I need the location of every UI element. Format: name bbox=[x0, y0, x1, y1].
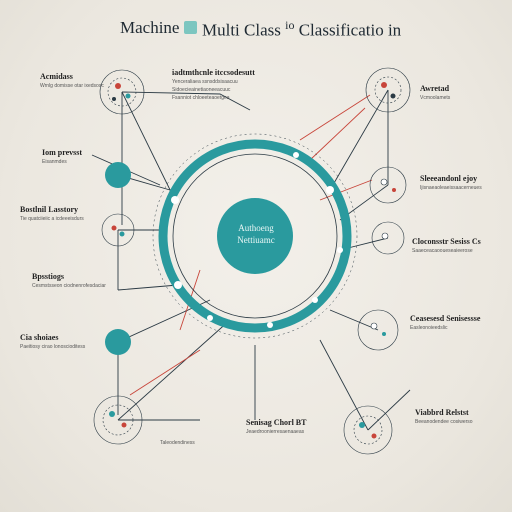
connector-f bbox=[117, 319, 231, 421]
ring-dot bbox=[337, 247, 343, 253]
title-io: io bbox=[285, 18, 295, 32]
main-ring bbox=[158, 139, 352, 333]
cluster-right-2 bbox=[371, 221, 405, 255]
cluster-bottom-left bbox=[93, 395, 143, 445]
cluster-mid-left bbox=[101, 213, 135, 247]
ring-dot bbox=[171, 196, 179, 204]
connector-k bbox=[319, 339, 369, 431]
label-i: Cloconsstr Sesiss Cs Saaeceacaooueseaieer… bbox=[412, 237, 481, 254]
label-sub: Fsanniot chloeeteaoetgea bbox=[172, 95, 230, 101]
center-label: Authoeng Nettiuamc bbox=[214, 222, 298, 246]
label-sub: Yenceraliaea ssnsddsisaacuu bbox=[172, 79, 238, 85]
title-swatch bbox=[184, 21, 197, 34]
label-heading: Viabbrd Relstst bbox=[415, 408, 469, 417]
label-sub: Sidoecieainetiaoneeacuuc bbox=[172, 87, 231, 93]
label-sub: Paeitiosy cirao lonoscioditess bbox=[20, 344, 86, 350]
label-sub: Easleonoieedslic bbox=[410, 325, 448, 331]
label-heading: Senisag Chorl BT bbox=[246, 418, 307, 427]
title-multi-class: Multi Class bbox=[202, 20, 281, 40]
label-heading: Cia shoiaes bbox=[20, 333, 59, 342]
ring-dot bbox=[174, 281, 182, 289]
label-sub: Cesmstsseon ciodnenrofesdaciar bbox=[32, 283, 106, 289]
cluster-nodes bbox=[93, 67, 411, 455]
label-heading: Sleeeandonl ejoy bbox=[420, 174, 478, 183]
label-sub: Beeanodendee cosiwerso bbox=[415, 419, 473, 425]
label-sub: Ijisnaeaoleaeissaacerneues bbox=[420, 185, 482, 191]
label-f: iadtmthcnle itccsodesutt Yenceraliaea ss… bbox=[172, 68, 255, 101]
red-line-3 bbox=[319, 179, 373, 201]
cluster-top-left bbox=[99, 69, 145, 115]
ring-dots bbox=[171, 152, 343, 328]
label-l: Senisag Chorl BT Jeaedroonierresaenaaeas bbox=[246, 418, 306, 435]
label-heading: Ceasesesd Senisessse bbox=[410, 314, 481, 323]
connector-j bbox=[329, 309, 379, 331]
label-sub: Taleodendiness bbox=[160, 440, 195, 446]
outer-ring bbox=[152, 133, 358, 339]
label-sub: Saaeceacaooueseaieerose bbox=[412, 248, 473, 254]
accent-lines bbox=[129, 94, 373, 396]
connector-a bbox=[121, 91, 176, 201]
label-heading: Cloconsstr Sesiss Cs bbox=[412, 237, 481, 246]
cluster-bottom-right bbox=[343, 405, 393, 455]
red-line-4 bbox=[129, 349, 201, 396]
inner-ring bbox=[172, 153, 338, 319]
center-node bbox=[217, 198, 293, 274]
teal-node-left bbox=[105, 162, 131, 188]
ring-dot bbox=[207, 315, 213, 321]
cluster-top-right bbox=[365, 67, 411, 113]
ring-dot bbox=[326, 186, 334, 194]
label-heading: Bpsstiogs bbox=[32, 272, 65, 281]
label-sub: Eisanmdes bbox=[42, 159, 67, 165]
center-line-1: Authoeng bbox=[238, 223, 274, 233]
connector-top bbox=[121, 91, 251, 111]
label-heading: iadtmthcnle itccsodesutt bbox=[172, 68, 255, 77]
cluster-right-1 bbox=[369, 166, 407, 204]
ring-dot bbox=[312, 297, 318, 303]
label-sub: Jeaedroonierresaenaaeas bbox=[246, 429, 305, 435]
label-sub: Tie quatciieiic a icdeeeisdurs bbox=[20, 216, 84, 222]
connector-g bbox=[329, 89, 389, 191]
center-line-2: Nettiuamc bbox=[237, 235, 275, 245]
label-m: Taleodendiness bbox=[160, 438, 195, 446]
ring-dot bbox=[267, 322, 273, 328]
label-heading: Bostlnil Lasstory bbox=[20, 205, 79, 214]
label-heading: Acmidass bbox=[40, 72, 73, 81]
label-sub: Vcmoolamets bbox=[420, 95, 451, 101]
title-part-2: Multi Class io Classificatio in bbox=[202, 18, 401, 41]
ring-dot bbox=[293, 152, 299, 158]
connector-k2 bbox=[367, 389, 411, 431]
label-sub: Wrnlg domisse otar ixedsosc bbox=[40, 83, 104, 89]
connector-d bbox=[117, 284, 179, 291]
teal-node-lower-left bbox=[105, 329, 131, 355]
red-line-2 bbox=[309, 107, 366, 161]
cluster-right-3 bbox=[357, 309, 399, 351]
label-heading: Awretad bbox=[420, 84, 450, 93]
red-line-1 bbox=[299, 94, 371, 141]
title-part-1: Machine bbox=[120, 18, 180, 37]
title-classification: Classificatio in bbox=[298, 20, 402, 40]
label-heading: Iom prevsst bbox=[42, 148, 83, 157]
